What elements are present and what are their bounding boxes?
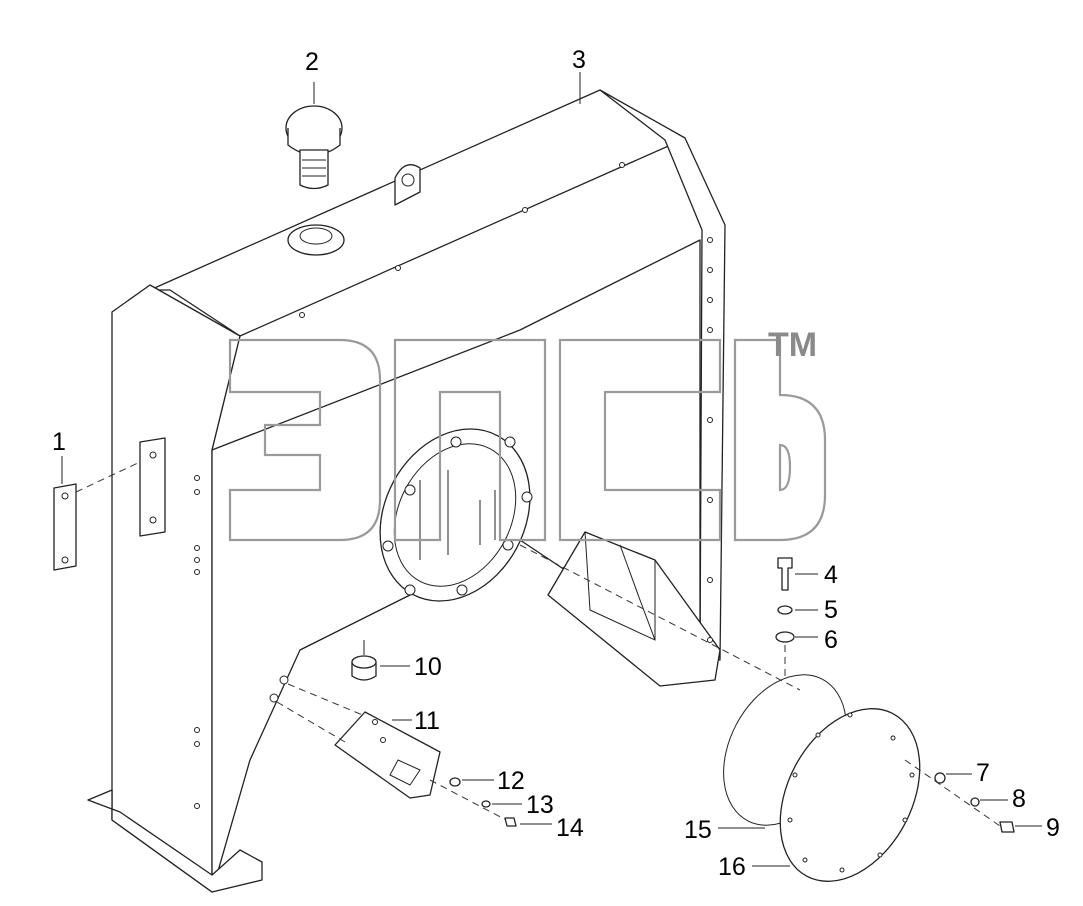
- callout-2: 2: [305, 48, 319, 76]
- mounting-holes: [194, 162, 713, 809]
- callout-6: 6: [824, 626, 838, 654]
- flange-bolts: [382, 436, 533, 596]
- part-10-breather: [351, 640, 410, 681]
- part-1-strap: [53, 437, 166, 571]
- callouts: 1 2 3 4 5 6 7 8 9 10 11 12 13 14 15 16: [52, 46, 1060, 881]
- callout-11: 11: [414, 707, 440, 735]
- part-11-bracket: [269, 675, 552, 827]
- callout-4: 4: [824, 561, 838, 589]
- callout-9: 9: [1046, 814, 1060, 842]
- callout-14: 14: [556, 814, 584, 842]
- watermark-logo: TM: [228, 326, 827, 542]
- callout-3: 3: [572, 46, 586, 74]
- callout-10: 10: [414, 653, 442, 681]
- part-15-16-cover: [718, 674, 921, 882]
- callout-15: 15: [684, 816, 712, 844]
- watermark-trademark: TM: [768, 326, 817, 364]
- callout-13: 13: [526, 791, 554, 819]
- part-2-filler-cap: [285, 82, 345, 256]
- part-7-9-fasteners: [904, 759, 1042, 833]
- callout-16: 16: [718, 853, 746, 881]
- callout-12: 12: [497, 767, 525, 795]
- callout-1: 1: [52, 428, 66, 456]
- callout-8: 8: [1012, 785, 1026, 813]
- tank-housing: [87, 89, 726, 893]
- part-4-6-fasteners: [519, 544, 818, 691]
- callout-7: 7: [976, 759, 990, 787]
- callout-5: 5: [824, 596, 838, 624]
